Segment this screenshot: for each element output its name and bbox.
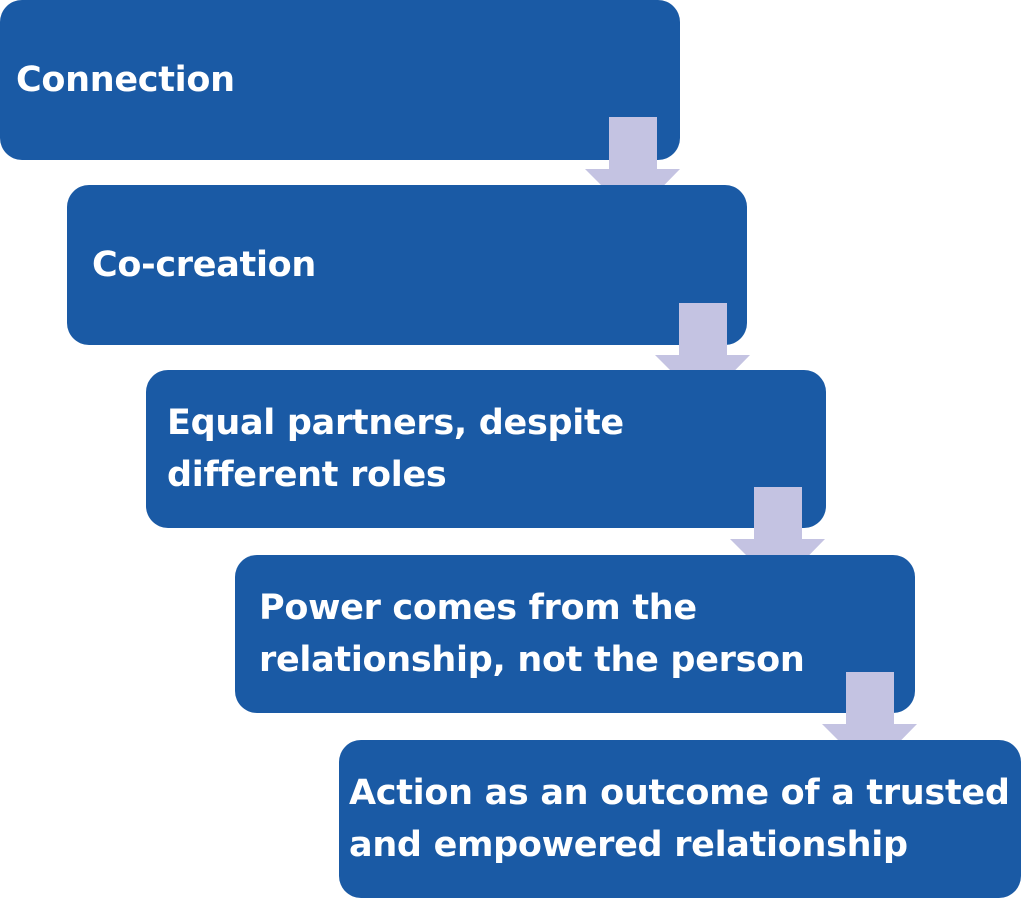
step-label: Co-creation: [92, 245, 317, 285]
step-label-line: and empowered relationship: [349, 825, 908, 865]
step-label-line: Equal partners, despite: [167, 403, 624, 443]
step-equal-partners: Equal partners, despite different roles: [146, 370, 826, 528]
step-connection: Connection: [0, 0, 680, 160]
step-label-line: relationship, not the person: [259, 640, 805, 680]
step-label: Connection: [16, 60, 235, 100]
step-power-relationship: Power comes from the relationship, not t…: [235, 555, 915, 713]
step-label-line: Action as an outcome of a trusted: [349, 773, 1010, 813]
step-action-outcome: Action as an outcome of a trusted and em…: [339, 740, 1021, 898]
step-label-line: different roles: [167, 455, 447, 495]
step-co-creation: Co-creation: [67, 185, 747, 345]
step-label-line: Power comes from the: [259, 588, 697, 628]
